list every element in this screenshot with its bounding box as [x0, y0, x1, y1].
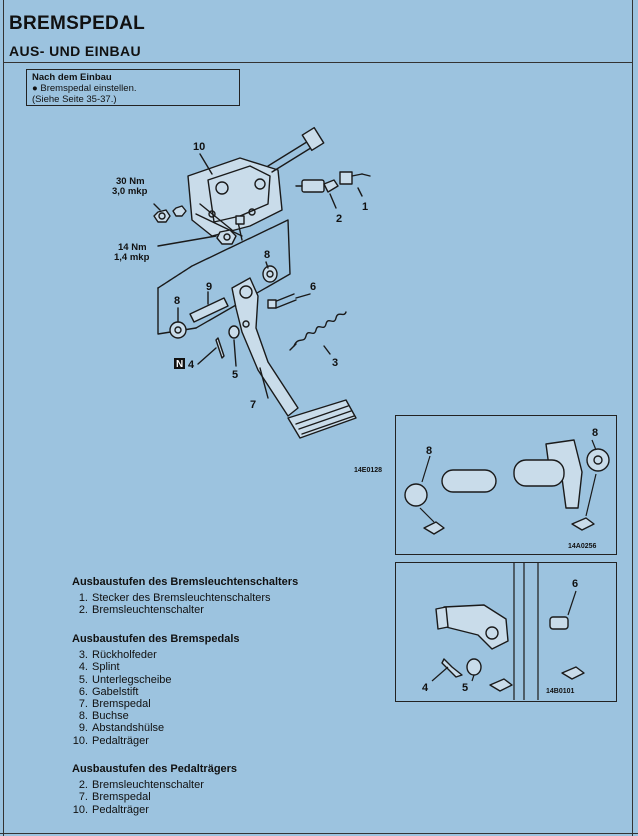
- note-reference: (Siehe Seite 35-37.): [32, 94, 117, 105]
- callout-3: 3: [332, 357, 338, 369]
- callout-1: 1: [362, 201, 368, 213]
- list-item: 2.Bremsleuchtenschalter: [78, 604, 204, 617]
- callout-8-upper: 8: [264, 249, 270, 261]
- list-item: 7.Bremspedal: [78, 698, 151, 711]
- n-badge: N: [176, 359, 183, 370]
- upper-nuts: [153, 205, 187, 223]
- section1-heading: Ausbaustufen des Bremsleuchtenschalters: [72, 576, 299, 588]
- callout-8-lower: 8: [174, 295, 180, 307]
- page-border-bottom: [0, 833, 638, 834]
- switch-connector: [339, 171, 371, 185]
- section-brake-pedal: Ausbaustufen des Bremspedals 3.Rückholfe…: [72, 633, 240, 747]
- clevis-pin: [267, 293, 297, 309]
- page-border-right: [632, 0, 633, 836]
- bushing-left: [169, 321, 187, 339]
- bushing-right: [262, 265, 278, 283]
- callout-5: 5: [232, 369, 238, 381]
- torque-lower-mkp: 1,4 mkp: [114, 252, 150, 263]
- callout-9: 9: [206, 281, 212, 293]
- list-item: 10.Pedalträger: [72, 734, 149, 747]
- section2-heading: Ausbaustufen des Bremspedals: [72, 633, 240, 645]
- list-item: 5.Unterlegscheibe: [78, 673, 172, 686]
- detail1-callout-8-right: 8: [592, 427, 598, 439]
- figure-code-main: 14E0128: [354, 467, 382, 474]
- section-stop-light-switch: Ausbaustufen des Bremsleuchtenschalters …: [72, 576, 298, 617]
- list-item: 6.Gabelstift: [78, 685, 139, 698]
- detail-bushing-box: 8 8 14A0256: [395, 415, 617, 555]
- torque-lower-nm: 14 Nm: [118, 242, 147, 253]
- main-exploded-diagram: 10 1 2 3 4 5 6 7 8 8 9 30 Nm 3,0 mkp 14 …: [112, 126, 382, 474]
- detail2-callout-5: 5: [462, 682, 468, 694]
- note-bullet: ● Bremspedal einstellen.: [32, 83, 137, 94]
- list-item: 10.Pedalträger: [72, 803, 149, 816]
- callout-2: 2: [336, 213, 342, 225]
- lower-nut: [216, 215, 245, 245]
- figure-code-detail1: 14A0256: [568, 543, 597, 550]
- detail-clevis-box: 6 4 5 14B0101: [395, 562, 617, 702]
- installation-note: Nach dem Einbau ● Bremspedal einstellen.…: [26, 69, 240, 106]
- list-item: 3.Rückholfeder: [78, 649, 157, 662]
- brake-pedal-arm: [231, 277, 357, 439]
- figure-code-detail2: 14B0101: [546, 688, 575, 695]
- spacer-sleeve: [189, 297, 229, 323]
- list-item: 7.Bremspedal: [78, 791, 151, 804]
- page-border-left: [3, 0, 4, 836]
- header-divider: [3, 62, 633, 63]
- list-item: 2.Bremsleuchtenschalter: [78, 779, 204, 792]
- callout-10: 10: [193, 141, 205, 153]
- mounting-bolt: [267, 126, 325, 173]
- callout-7: 7: [250, 399, 256, 411]
- detail2-callout-4: 4: [422, 682, 429, 694]
- list-item: 1.Stecker des Bremsleuchtenschalters: [78, 592, 271, 605]
- section-pedal-support: Ausbaustufen des Pedalträgers 2.Bremsleu…: [72, 763, 237, 816]
- return-spring: [289, 311, 347, 351]
- pedal-support-bracket: [187, 157, 283, 237]
- torque-upper-mkp: 3,0 mkp: [112, 186, 148, 197]
- washer: [228, 325, 240, 339]
- note-title: Nach dem Einbau: [32, 72, 112, 83]
- detail-bushing-diagram: 8 8 14A0256: [404, 427, 610, 550]
- torque-upper-nm: 30 Nm: [116, 176, 145, 187]
- callout-6: 6: [310, 281, 316, 293]
- list-item: 8.Buchse: [78, 710, 129, 723]
- list-item: 4.Splint: [78, 661, 120, 674]
- detail1-callout-8-left: 8: [426, 445, 432, 457]
- section3-heading: Ausbaustufen des Pedalträgers: [72, 763, 238, 775]
- page-title: BREMSPEDAL: [9, 13, 146, 34]
- detail2-callout-6: 6: [572, 578, 578, 590]
- list-item: 9.Abstandshülse: [78, 722, 165, 735]
- stop-light-switch: [295, 179, 339, 193]
- page-subtitle: AUS- UND EINBAU: [9, 43, 141, 59]
- detail-clevis-diagram: 6 4 5 14B0101: [422, 563, 585, 700]
- split-pin: [215, 337, 225, 359]
- n-badge-box: [174, 358, 185, 369]
- callout-4: 4: [188, 359, 195, 371]
